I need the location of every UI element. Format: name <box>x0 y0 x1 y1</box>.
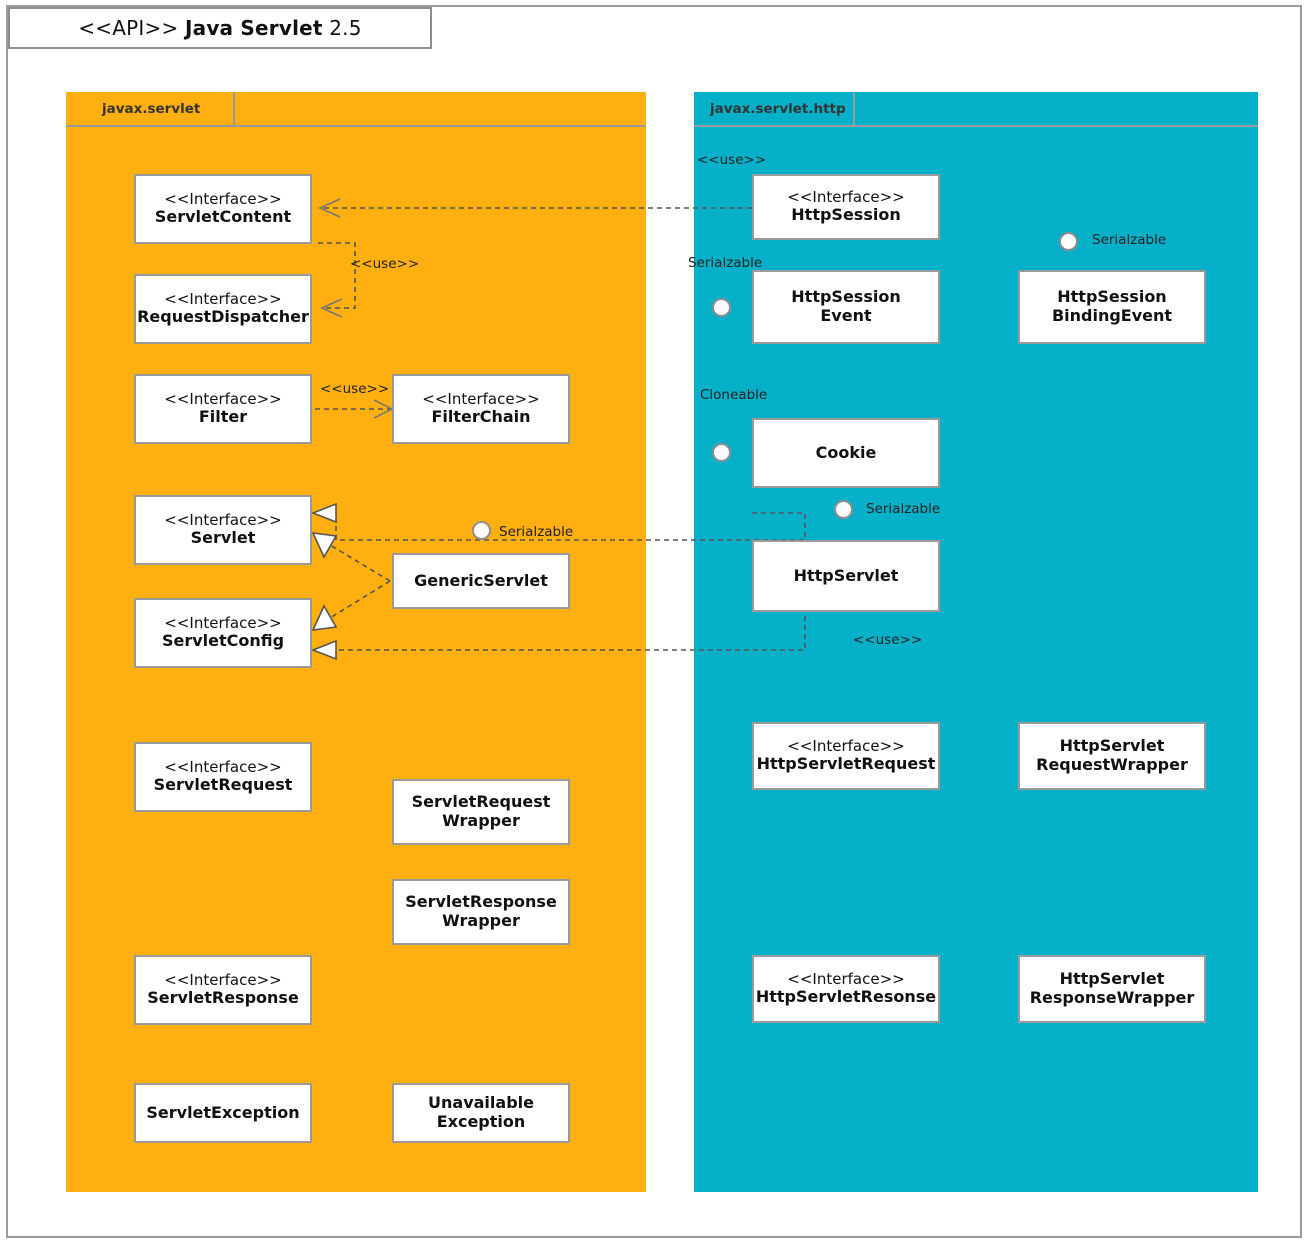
class-name: ServletResponse Wrapper <box>405 892 557 930</box>
stereotype: <<Interface>> <box>787 736 905 755</box>
package-tab-divider <box>853 92 855 125</box>
lollipop-serializable-genericservlet <box>472 521 491 540</box>
class-requestdispatcher[interactable]: <<Interface>> RequestDispatcher <box>134 274 312 344</box>
class-name: HttpSession Event <box>791 287 901 325</box>
package-javax-servlet-label: javax.servlet <box>102 100 201 117</box>
class-name: ServletRequest Wrapper <box>411 792 551 830</box>
class-httpsessionbindingevent[interactable]: HttpSession BindingEvent <box>1018 270 1206 344</box>
class-servletresponse[interactable]: <<Interface>> ServletResponse <box>134 955 312 1025</box>
class-name: HttpServlet ResponseWrapper <box>1029 969 1195 1007</box>
package-header-rule <box>66 125 646 127</box>
class-name: ServletContent <box>154 207 292 227</box>
stereotype: <<Interface>> <box>164 613 282 632</box>
page-title: <<API>> Java Servlet 2.5 <box>78 16 361 40</box>
class-httpservletresponsewrapper[interactable]: HttpServlet ResponseWrapper <box>1018 955 1206 1023</box>
class-name: HttpServlet <box>793 565 899 585</box>
lollipop-label-serializable: Serialzable <box>499 524 574 540</box>
class-name: Filter <box>198 407 248 427</box>
lollipop-serializable-httpservlet <box>834 500 853 519</box>
lollipop-label-serializable: Serialzable <box>1092 232 1167 248</box>
class-name: FilterChain <box>431 407 531 427</box>
class-name: ServletRequest <box>153 775 293 795</box>
class-name: Unavailable Exception <box>428 1093 534 1131</box>
stereotype: <<Interface>> <box>787 969 905 988</box>
lollipop-label-cloneable: Cloneable <box>700 387 768 403</box>
stereotype: <<Interface>> <box>164 389 282 408</box>
package-javax-servlet-http-label: javax.servlet.http <box>710 100 846 117</box>
class-name: RequestDispatcher <box>137 307 309 327</box>
class-servletrequest[interactable]: <<Interface>> ServletRequest <box>134 742 312 812</box>
class-httpservletrequestwrapper[interactable]: HttpServlet RequestWrapper <box>1018 722 1206 790</box>
class-name: Cookie <box>815 442 877 462</box>
class-filter[interactable]: <<Interface>> Filter <box>134 374 312 444</box>
class-name: HttpServlet RequestWrapper <box>1036 736 1188 774</box>
class-servletexception[interactable]: ServletException <box>134 1083 312 1143</box>
stereotype: <<Interface>> <box>422 389 540 408</box>
class-genericservlet[interactable]: GenericServlet <box>392 553 570 609</box>
lollipop-serializable-httpsessionbindingevent <box>1059 232 1078 251</box>
class-servlet[interactable]: <<Interface>> Servlet <box>134 495 312 565</box>
class-servletconfig[interactable]: <<Interface>> ServletConfig <box>134 598 312 668</box>
class-servletresponsewrapper[interactable]: ServletResponse Wrapper <box>392 879 570 945</box>
package-javax-servlet-http: javax.servlet.http <box>694 92 1258 1192</box>
package-header-rule <box>694 125 1258 127</box>
class-filterchain[interactable]: <<Interface>> FilterChain <box>392 374 570 444</box>
class-servletcontent[interactable]: <<Interface>> ServletContent <box>134 174 312 244</box>
class-name: ServletResponse <box>147 988 299 1008</box>
class-name: ServletConfig <box>161 631 285 651</box>
class-name: HttpServletRequest <box>756 754 936 774</box>
class-httpservletrequest[interactable]: <<Interface>> HttpServletRequest <box>752 722 940 790</box>
lollipop-cloneable-cookie <box>712 443 731 462</box>
class-httpsession[interactable]: <<Interface>> HttpSession <box>752 174 940 240</box>
stereotype: <<Interface>> <box>164 189 282 208</box>
title-version: 2.5 <box>322 16 362 40</box>
stereotype: <<Interface>> <box>164 970 282 989</box>
class-name: HttpSession BindingEvent <box>1051 287 1173 325</box>
lollipop-serializable-httpsessionevent <box>712 298 731 317</box>
class-servletrequestwrapper[interactable]: ServletRequest Wrapper <box>392 779 570 845</box>
stereotype: <<Interface>> <box>164 289 282 308</box>
class-httpsessionevent[interactable]: HttpSession Event <box>752 270 940 344</box>
stereotype: <<Interface>> <box>787 187 905 206</box>
class-httpservlet[interactable]: HttpServlet <box>752 540 940 612</box>
class-name: HttpSession <box>791 205 901 225</box>
package-tab-divider <box>233 92 235 125</box>
edge-label-use-httpsession: <<use>> <box>697 152 767 168</box>
edge-label-use-requestdispatcher: <<use>> <box>350 256 420 272</box>
edge-label-use-httpservlet: <<use>> <box>853 632 923 648</box>
class-httpservletresonse[interactable]: <<Interface>> HttpServletResonse <box>752 955 940 1023</box>
lollipop-label-serializable: Serialzable <box>866 501 941 517</box>
class-name: GenericServlet <box>414 570 548 590</box>
class-unavailableexception[interactable]: Unavailable Exception <box>392 1083 570 1143</box>
title-stereotype: <<API>> <box>78 16 185 40</box>
diagram-title-box: <<API>> Java Servlet 2.5 <box>8 7 432 49</box>
class-name: Servlet <box>190 528 256 548</box>
stereotype: <<Interface>> <box>164 510 282 529</box>
edge-label-use-filterchain: <<use>> <box>320 381 390 397</box>
title-name: Java Servlet <box>184 16 323 40</box>
stereotype: <<Interface>> <box>164 757 282 776</box>
class-cookie[interactable]: Cookie <box>752 418 940 488</box>
class-name: ServletException <box>146 1102 300 1122</box>
class-name: HttpServletResonse <box>755 987 937 1007</box>
lollipop-label-serializable: Serialzable <box>688 255 763 271</box>
